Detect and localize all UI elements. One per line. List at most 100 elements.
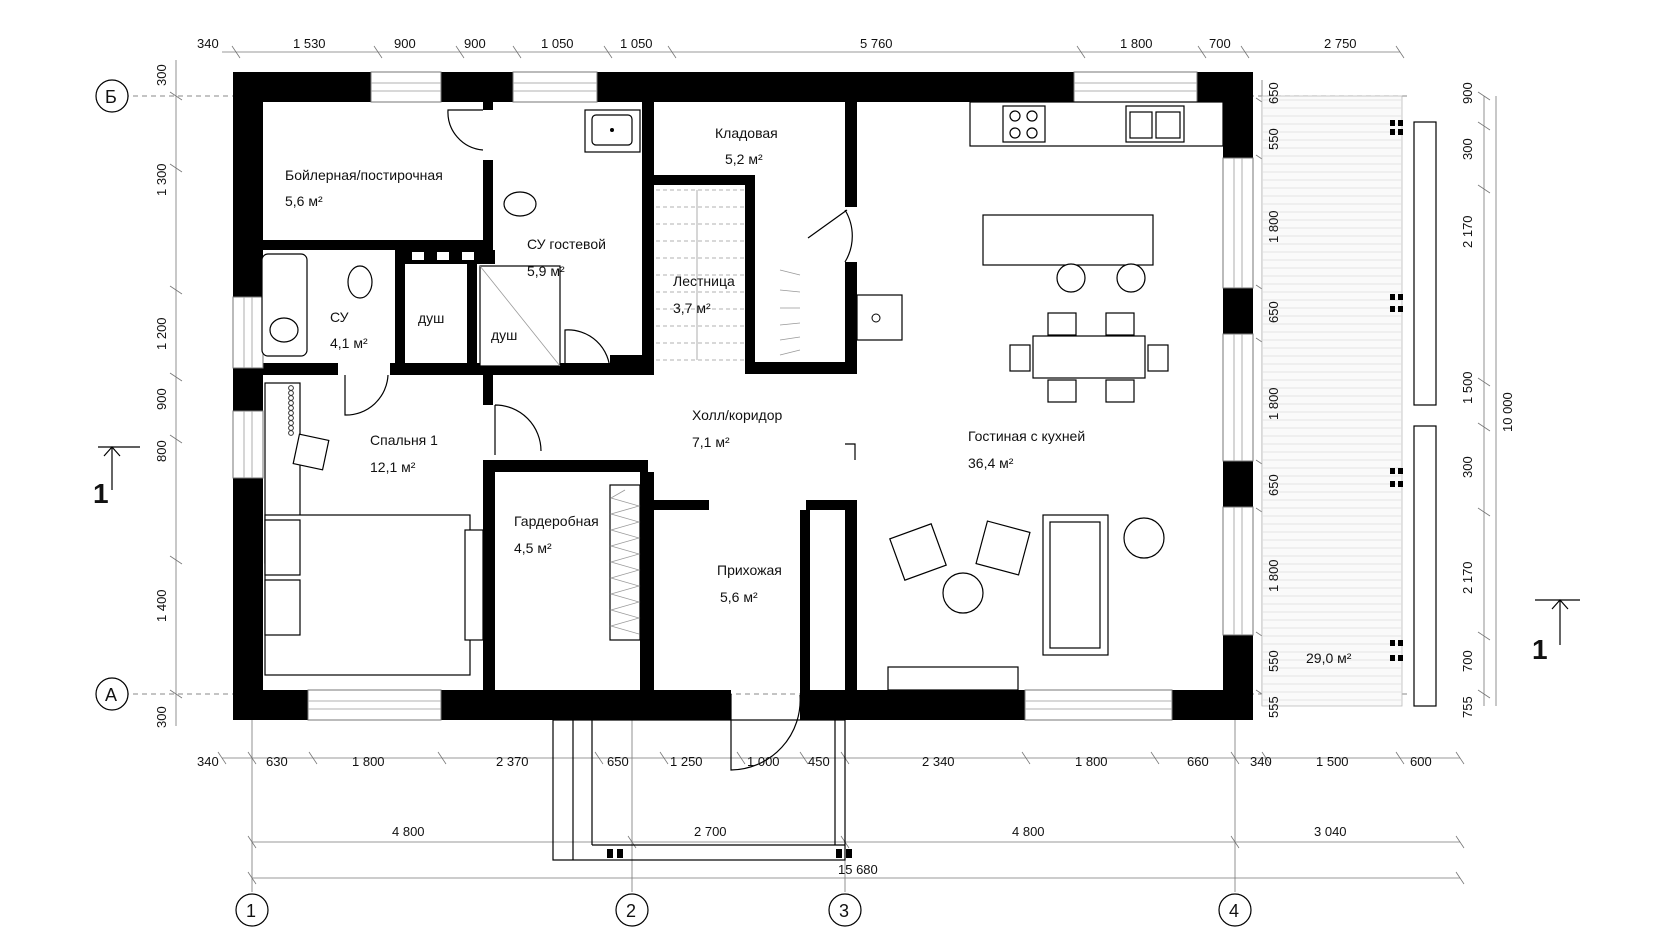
dim-right-2: 1 800 <box>1266 210 1281 243</box>
room-guest-wc-area: 5,9 м² <box>527 263 565 279</box>
dim-top-7: 1 800 <box>1120 36 1153 51</box>
dim-bottom-row2-1: 2 700 <box>694 824 727 839</box>
axis-3-marker <box>828 893 862 927</box>
dim-left-1: 1 300 <box>154 163 169 196</box>
axis-1-label: 1 <box>246 901 256 921</box>
dim-left-4: 800 <box>154 440 169 462</box>
room-hall-name: Холл/коридор <box>692 407 783 423</box>
dim-right-total: 10 000 <box>1500 392 1515 432</box>
room-living-area: 36,4 м² <box>968 455 1014 471</box>
room-storage-area: 5,2 м² <box>725 151 763 167</box>
doors <box>344 109 856 771</box>
dim-bottom-7: 450 <box>808 754 830 769</box>
dim-top-0: 340 <box>197 36 219 51</box>
dim-left-3: 900 <box>154 388 169 410</box>
dim-bottom-10: 660 <box>1187 754 1209 769</box>
dim-right-4: 1 800 <box>1266 387 1281 420</box>
room-wardrobe-name: Гардеробная <box>514 513 599 529</box>
axis-4-marker <box>1218 893 1252 927</box>
dim-bottom-total: 15 680 <box>838 862 878 877</box>
axis-a-marker <box>95 677 129 711</box>
fixtures <box>261 101 1224 691</box>
dim-left-6: 300 <box>154 706 169 728</box>
room-shower1-name: душ <box>418 310 444 326</box>
dimensions-top: 340 1 530 900 900 1 050 1 050 5 760 1 80… <box>197 36 1357 51</box>
dim-bottom-2: 1 800 <box>352 754 385 769</box>
room-entry-area: 5,6 м² <box>720 589 758 605</box>
dim-right-mid-0: 900 <box>1460 82 1475 104</box>
room-bedroom-area: 12,1 м² <box>370 459 416 475</box>
dim-bottom-4: 650 <box>607 754 629 769</box>
room-wardrobe-area: 4,5 м² <box>514 540 552 556</box>
dim-right-8: 555 <box>1266 696 1281 718</box>
axis-a-label: А <box>105 685 117 705</box>
axis-1-marker <box>235 893 269 927</box>
dim-left-5: 1 400 <box>154 589 169 622</box>
room-living-name: Гостиная с кухней <box>968 428 1085 444</box>
axis-2-marker <box>615 893 649 927</box>
axis-b-marker <box>95 79 129 113</box>
dim-right-mid-7: 755 <box>1460 696 1475 718</box>
dim-right-mid-1: 300 <box>1460 138 1475 160</box>
room-boiler-name: Бойлерная/постирочная <box>285 167 443 183</box>
dim-bottom-9: 1 800 <box>1075 754 1108 769</box>
dim-bottom-11: 340 <box>1250 754 1272 769</box>
dim-top-1: 1 530 <box>293 36 326 51</box>
room-entry-name: Прихожая <box>717 562 782 578</box>
section-marks: 1 1 <box>93 446 1580 665</box>
dim-bottom-row2-2: 4 800 <box>1012 824 1045 839</box>
dim-right-mid-6: 700 <box>1460 650 1475 672</box>
dim-right-mid-5: 2 170 <box>1460 561 1475 594</box>
radiator-coil <box>288 430 294 436</box>
dim-top-9: 2 750 <box>1324 36 1357 51</box>
room-storage-name: Кладовая <box>715 125 778 141</box>
dim-right-1: 550 <box>1266 128 1281 150</box>
entrance-porch <box>552 719 852 861</box>
walls <box>233 72 1253 720</box>
dim-right-7: 550 <box>1266 650 1281 672</box>
dim-top-3: 900 <box>464 36 486 51</box>
dim-bottom-12: 1 500 <box>1316 754 1349 769</box>
room-bedroom-name: Спальня 1 <box>370 432 438 448</box>
section-mark-left: 1 <box>93 478 109 509</box>
dim-right-0: 650 <box>1266 82 1281 104</box>
windows <box>232 71 1254 721</box>
dim-bottom-1: 630 <box>266 754 288 769</box>
dim-right-3: 650 <box>1266 301 1281 323</box>
room-boiler-area: 5,6 м² <box>285 193 323 209</box>
axis-4-label: 4 <box>1229 901 1239 921</box>
dim-top-4: 1 050 <box>541 36 574 51</box>
dimensions-right: 650 550 1 800 650 1 800 650 1 800 550 55… <box>1266 82 1515 718</box>
dim-right-5: 650 <box>1266 474 1281 496</box>
room-bath-area: 4,1 м² <box>330 335 368 351</box>
axis-b-label: Б <box>105 87 117 107</box>
dim-bottom-6: 1 000 <box>747 754 780 769</box>
room-stairs-area: 3,7 м² <box>673 300 711 316</box>
dim-left-2: 1 200 <box>154 317 169 350</box>
staircase <box>656 189 801 361</box>
axis-2-label: 2 <box>626 901 636 921</box>
dim-top-6: 5 760 <box>860 36 893 51</box>
dim-top-8: 700 <box>1209 36 1231 51</box>
dim-bottom-3: 2 370 <box>496 754 529 769</box>
dim-right-mid-4: 300 <box>1460 456 1475 478</box>
room-terrace-area: 29,0 м² <box>1306 650 1352 666</box>
dimensions-bottom: 340 630 1 800 2 370 650 1 250 1 000 450 … <box>197 754 1432 877</box>
dim-right-mid-3: 1 500 <box>1460 371 1475 404</box>
dimensions-left: 300 1 300 1 200 900 800 1 400 300 <box>154 64 169 728</box>
room-labels: Бойлерная/постирочная 5,6 м² СУ гостевой… <box>285 125 1352 666</box>
dim-top-5: 1 050 <box>620 36 653 51</box>
dim-top-2: 900 <box>394 36 416 51</box>
dim-bottom-row2-3: 3 040 <box>1314 824 1347 839</box>
dim-bottom-0: 340 <box>197 754 219 769</box>
room-shower2-name: душ <box>491 327 517 343</box>
dim-right-mid-2: 2 170 <box>1460 215 1475 248</box>
dim-bottom-row2-0: 4 800 <box>392 824 425 839</box>
room-bath-name: СУ <box>330 309 349 325</box>
dim-bottom-8: 2 340 <box>922 754 955 769</box>
section-mark-right: 1 <box>1532 634 1548 665</box>
axis-3-label: 3 <box>839 901 849 921</box>
axis-lines <box>124 95 1410 892</box>
terrace-deck <box>1261 95 1437 707</box>
